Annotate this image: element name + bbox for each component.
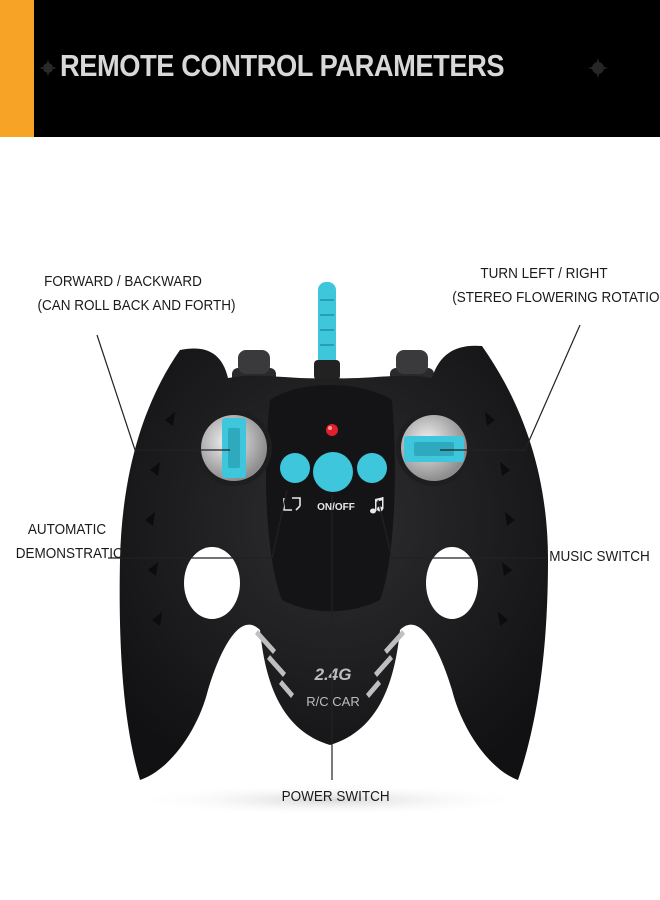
callout-turn-line1: TURN LEFT / RIGHT	[480, 265, 608, 282]
demo-button[interactable]	[280, 453, 310, 483]
power-led	[326, 424, 338, 436]
left-grip-hole	[184, 547, 240, 619]
callout-automatic-demo: AUTOMATIC DEMONSTRATION	[15, 518, 134, 566]
callout-line-forward-backward	[96, 334, 230, 451]
callout-demo-line2: DEMONSTRATION	[15, 545, 134, 562]
callout-forward-backward-line2: (CAN ROLL BACK AND FORTH)	[37, 297, 236, 314]
right-grip-hole	[426, 547, 478, 619]
callout-turn-left-right: TURN LEFT / RIGHT (STEREO FLOWERING ROTA…	[452, 262, 660, 310]
header-accent-bar	[0, 0, 34, 137]
power-button[interactable]	[313, 452, 353, 492]
callout-music-switch: MUSIC SWITCH	[549, 548, 650, 565]
turn-left-right-stick[interactable]	[396, 410, 472, 486]
header-banner	[0, 0, 660, 137]
callout-forward-backward-line1: FORWARD / BACKWARD	[44, 273, 202, 290]
power-button-label: ON/OFF	[317, 502, 355, 513]
callout-line-turn	[440, 324, 581, 451]
model-text: R/C CAR	[306, 694, 359, 709]
antenna	[314, 282, 340, 380]
center-panel	[266, 385, 395, 612]
callout-turn-line2: (STEREO FLOWERING ROTATION)	[452, 289, 660, 306]
header-title: REMOTE CONTROL PARAMETERS	[60, 48, 505, 83]
music-button[interactable]	[357, 453, 387, 483]
callout-power-switch: POWER SWITCH	[281, 788, 390, 805]
callout-demo-line1: AUTOMATIC	[27, 521, 107, 538]
callout-lines	[96, 324, 581, 780]
floor-shadow	[130, 784, 530, 816]
side-ridges	[145, 412, 515, 626]
callout-forward-backward: FORWARD / BACKWARD (CAN ROLL BACK AND FO…	[37, 270, 236, 318]
callout-line-music	[377, 499, 548, 559]
callout-line-demo	[108, 489, 288, 559]
forward-backward-stick[interactable]	[196, 410, 272, 486]
gear-icon	[39, 59, 57, 77]
lower-stripes	[255, 630, 405, 698]
controller-diagram: ON/OFF 2.4G R/C CAR	[96, 282, 581, 816]
gear-icon	[588, 58, 608, 78]
